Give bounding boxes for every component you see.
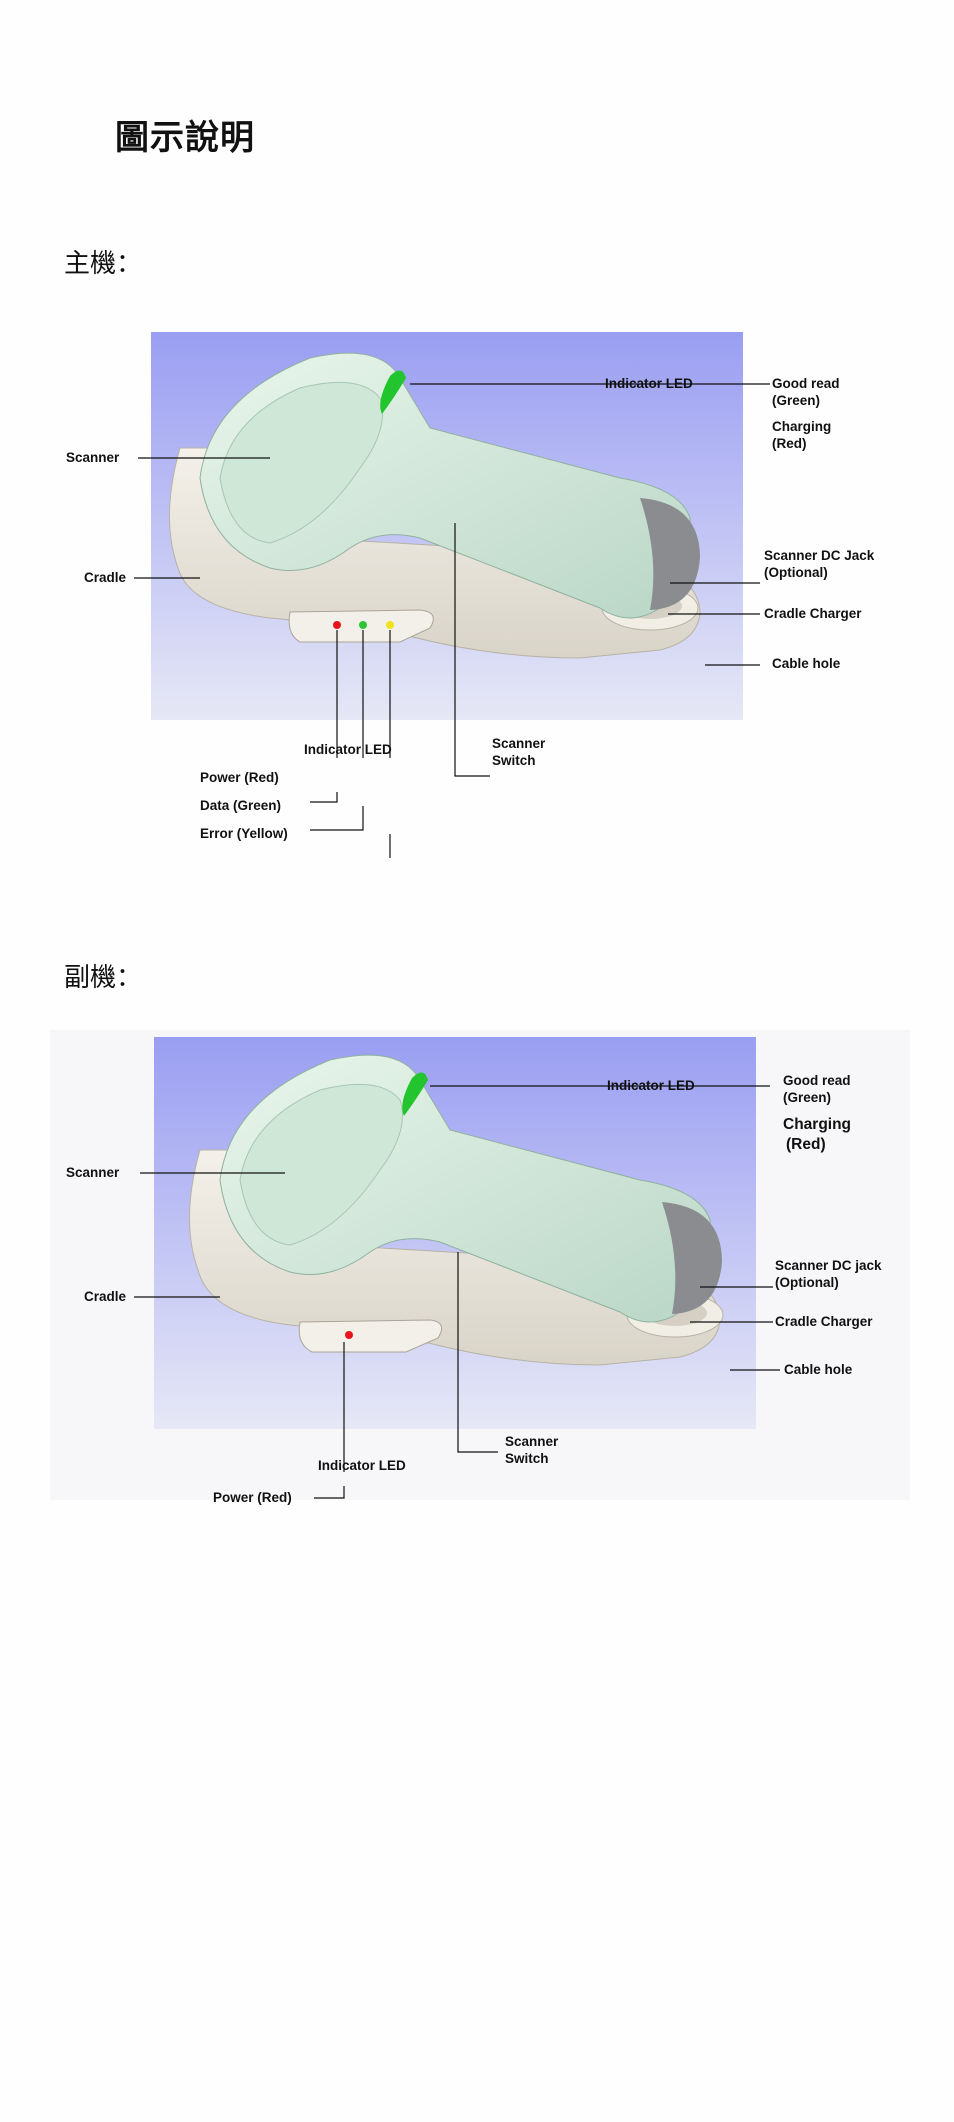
label-scanner-switch-2: Switch [492,753,536,768]
label-data-led: Data (Green) [200,798,281,813]
label-good-read: Good read [783,1073,851,1088]
label-scanner: Scanner [66,1165,120,1180]
label-cable-hole: Cable hole [784,1362,853,1377]
label-error-led: Error (Yellow) [200,826,288,841]
main-unit-diagram: Scanner Cradle Indicator LED Good read (… [60,328,900,858]
page-title: 圖示說明 [115,118,255,158]
label-charging-red: (Red) [786,1136,826,1153]
label-cradle-charger: Cradle Charger [775,1314,873,1329]
label-good-read-green: (Green) [772,393,820,408]
label-dc-jack-optional: (Optional) [764,565,828,580]
label-scanner-switch: Scanner [505,1434,559,1449]
label-dc-jack: Scanner DC jack [775,1258,882,1273]
label-scanner-switch-2: Switch [505,1451,549,1466]
label-charging: Charging [772,419,831,434]
label-cradle: Cradle [84,570,127,585]
label-indicator-led-top: Indicator LED [605,376,693,391]
data-led-icon [359,621,367,629]
section-title-main-unit: 主機： [64,249,143,279]
power-led-icon [345,1331,353,1339]
label-charging-red: (Red) [772,436,807,451]
sub-unit-diagram: Scanner Cradle Indicator LED Good read (… [50,1030,910,1510]
label-cable-hole: Cable hole [772,656,841,671]
power-led-icon [333,621,341,629]
scanner-shape [199,352,700,619]
label-power-led: Power (Red) [213,1490,292,1505]
scanner-shape [219,1054,722,1323]
label-cradle-charger: Cradle Charger [764,606,862,621]
label-cradle: Cradle [84,1289,127,1304]
label-good-read: Good read [772,376,840,391]
label-indicator-led-bottom: Indicator LED [318,1458,406,1473]
label-dc-jack: Scanner DC Jack [764,548,875,563]
error-led-icon [386,621,394,629]
label-scanner-switch: Scanner [492,736,546,751]
led-window [298,1319,443,1353]
section-title-sub-unit: 副機： [64,963,143,993]
label-charging: Charging [783,1116,851,1133]
label-scanner: Scanner [66,450,120,465]
label-power-led: Power (Red) [200,770,279,785]
label-good-read-green: (Green) [783,1090,831,1105]
label-indicator-led-top: Indicator LED [607,1078,695,1093]
label-indicator-led-bottom: Indicator LED [304,742,392,757]
label-dc-jack-optional: (Optional) [775,1275,839,1290]
